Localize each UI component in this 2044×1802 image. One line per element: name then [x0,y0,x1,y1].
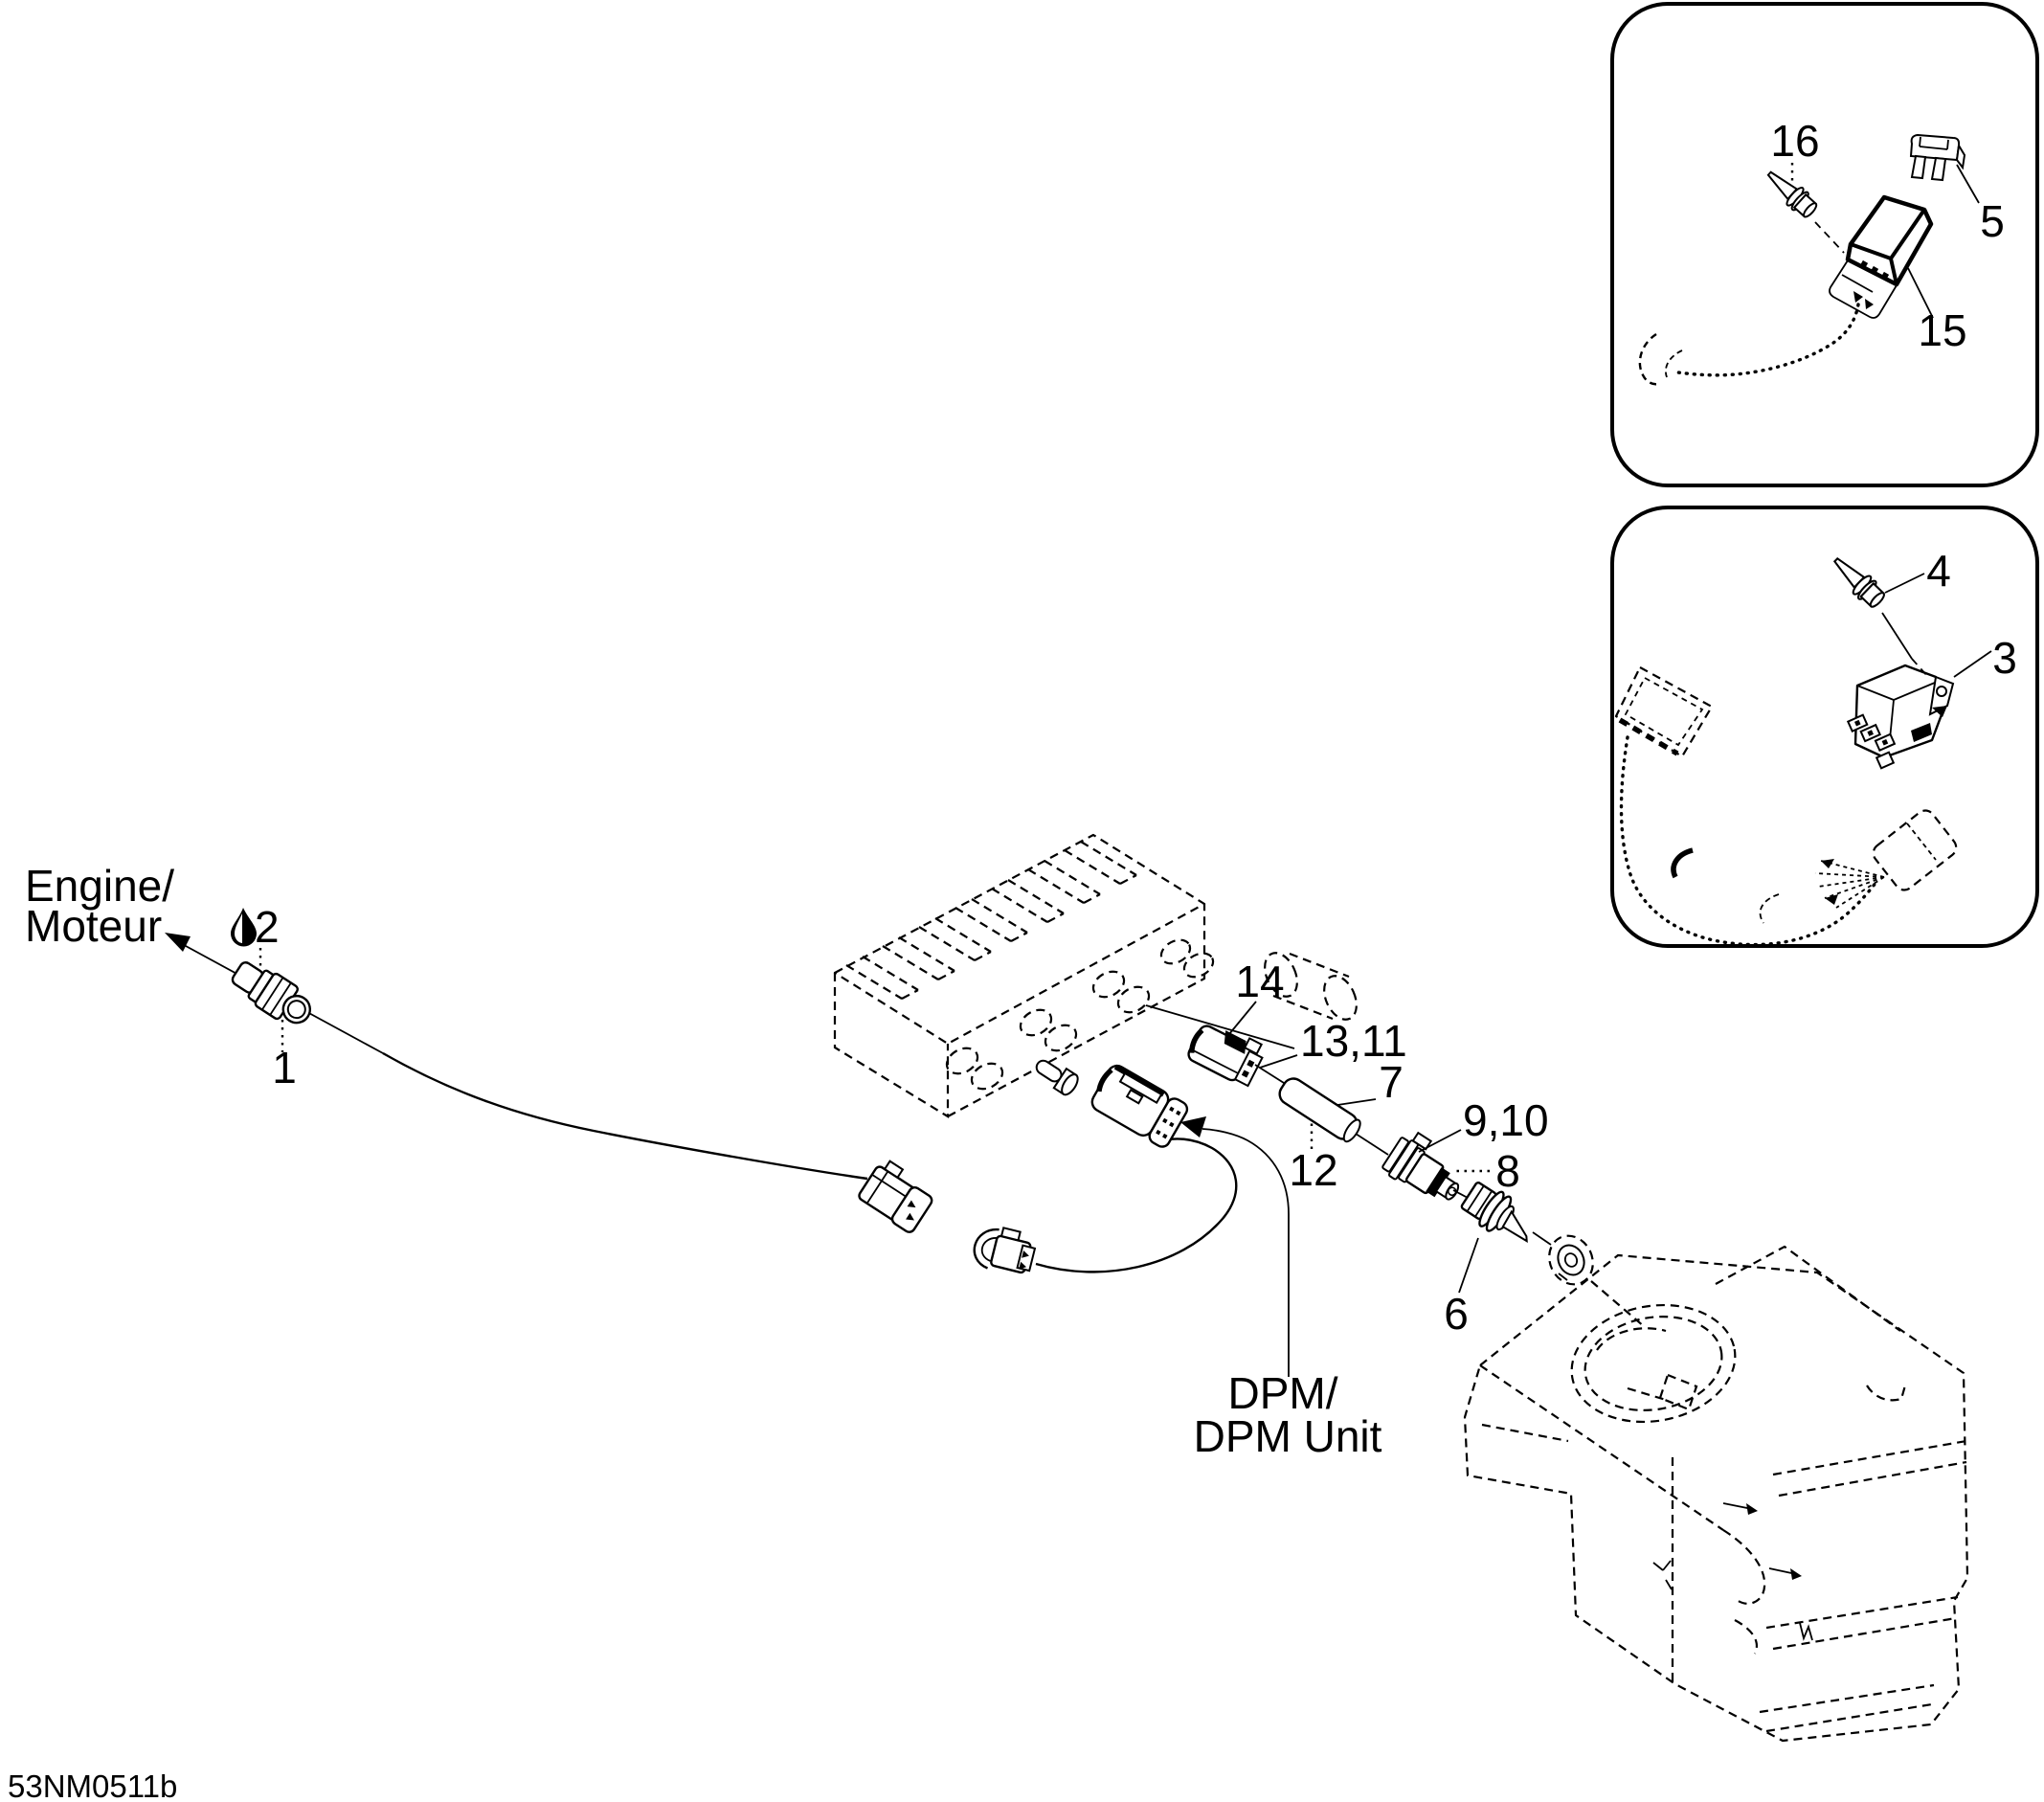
dpm-wire [1035,1138,1238,1273]
relay-wire [1619,735,1878,947]
connector-b [973,1227,1037,1274]
dpm-connector [1090,1064,1189,1148]
callout-7: 7 [1379,1057,1404,1107]
screw-16 [1766,170,1818,218]
manifold-stub [1264,952,1358,1021]
leader-5 [1956,164,1980,204]
callout-12: 12 [1289,1145,1337,1195]
dpm-label-line1: DPM/ [1228,1368,1338,1418]
leader-3 [1953,650,1992,678]
dpm-label-line2: DPM Unit [1194,1411,1382,1461]
relay-3 [1846,664,1955,770]
callout-6: 6 [1444,1289,1469,1339]
sensor-1 [231,961,312,1025]
engine-label-line2: Moteur [25,901,162,951]
callout-5: 5 [1980,196,2005,246]
manifold-fins [845,841,1137,1000]
grommet [1548,1234,1594,1286]
dpm-unit: DPM/ DPM Unit [1090,1064,1382,1461]
callout-2: 2 [255,902,280,952]
leader-14 [1228,1001,1257,1035]
wire-boot [1665,349,1683,378]
leader-9-10 [1418,1129,1462,1153]
engine-arrow-icon [165,933,191,952]
inset-box-fuse: 16 5 [1610,2,2039,487]
connector-9-10 [1381,1131,1460,1201]
manifold-ports [945,938,1215,1091]
callout-14: 14 [1235,957,1284,1006]
engine-label-line1: Engine/ [25,861,174,911]
tank-filler-ring [1570,1303,1737,1424]
connector-a [858,1160,933,1233]
tank-outline [1463,1253,1969,1743]
fuse-holder-wire [1676,303,1860,377]
engine-manifold [833,833,1358,1118]
sensor-chain: 14 13,11 7 12 9,10 8 6 [1145,957,1646,1339]
sensor-6 [1460,1182,1528,1243]
sensor-wire [382,1051,868,1181]
fuel-tank [1463,1245,1969,1743]
manifold-to-13-11-line [1145,1004,1295,1049]
leader-15 [1907,267,1934,319]
dpm-arrow-icon [1180,1116,1206,1138]
callout-16: 16 [1770,116,1819,166]
relay-harness-connector [1814,809,1958,909]
tube-7 [1278,1077,1361,1143]
callout-15: 15 [1918,305,1966,355]
screw-4-axis [1881,612,1913,660]
inset-box-relay: 4 [1610,506,2039,948]
inset-box-fuse-border [1610,2,2039,487]
relay-socket-outline [1614,665,1714,758]
callout-9-10: 9,10 [1463,1095,1549,1145]
relay-wire-boot [1671,847,1694,879]
screw-16-axis [1814,221,1845,254]
fuse-holder-15 [1829,194,1934,319]
fuse-5 [1909,133,1966,182]
oil-drop-icon [231,908,257,947]
callout-3: 3 [1992,633,2017,683]
wire-boot-2 [1638,332,1659,386]
dpm-leader [1202,1128,1290,1377]
callout-8: 8 [1495,1146,1520,1196]
connector-14 [1187,1025,1264,1088]
leader-4 [1884,573,1925,594]
callout-1: 1 [272,1043,297,1092]
inset-box-relay-border [1610,506,2039,948]
leader-6 [1458,1237,1479,1294]
leader-13-11 [1259,1054,1298,1069]
wiring-harness [382,1051,1238,1274]
axis-14-tube [1254,1064,1285,1084]
figure-code: 53NM0511b [8,1768,177,1802]
relay-wire-boot-2 [1759,893,1780,924]
callout-13-11: 13,11 [1300,1016,1407,1066]
leader-7 [1336,1098,1377,1106]
axis-tube-910 [1355,1133,1389,1156]
engine-callout: Engine/ Moteur 2 1 [25,861,384,1092]
callout-4: 4 [1926,546,1951,596]
bolt [1035,1059,1079,1096]
screw-4 [1832,556,1885,608]
axis-6-grommet [1532,1231,1552,1246]
